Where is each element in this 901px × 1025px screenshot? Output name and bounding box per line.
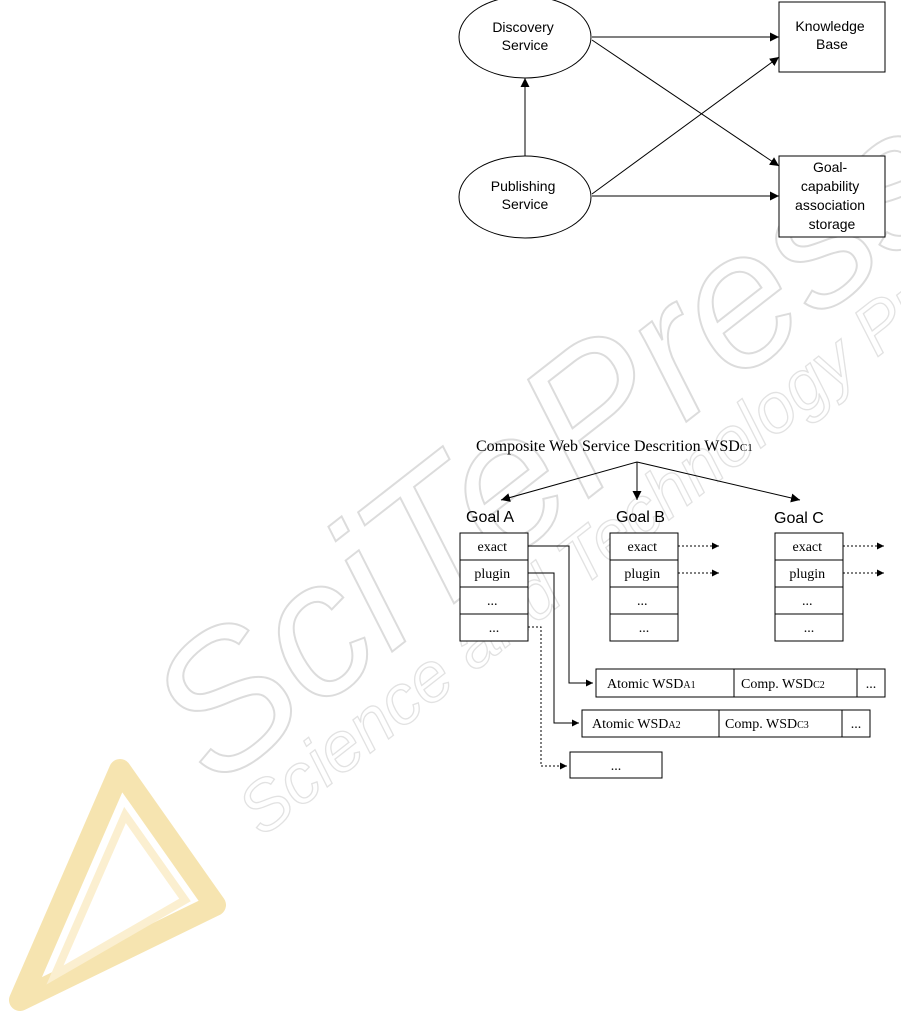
watermark-logo-mark bbox=[9, 759, 226, 1011]
goal-b-pointers bbox=[678, 542, 719, 577]
service-list-3: ... bbox=[569, 751, 663, 779]
node-knowledge-base: Knowledge Base bbox=[778, 1, 886, 73]
edges-title-to-goals bbox=[500, 461, 801, 503]
svg-text:Knowledge Base: Knowledge Base bbox=[795, 18, 868, 52]
list-cell-atomic: Atomic WSDA2 bbox=[592, 717, 681, 732]
node-label-line: association bbox=[795, 197, 865, 213]
goal-a: Goal A exact plugin ... ... bbox=[459, 509, 529, 642]
node-goal-capability-storage: Goal- capability association storage bbox=[778, 155, 886, 238]
list-cell-atomic: Atomic WSDA1 bbox=[607, 677, 696, 692]
table-cell: ... bbox=[802, 594, 813, 609]
edge-discovery-to-storage bbox=[591, 39, 780, 167]
node-label-line: storage bbox=[809, 216, 856, 232]
table-cell: ... bbox=[637, 594, 648, 609]
goal-c: Goal C exact plugin ... ... bbox=[774, 510, 884, 642]
table-cell: ... bbox=[489, 621, 500, 636]
figure-2: Composite Web Service Descrition WSDC1 G… bbox=[459, 438, 886, 779]
svg-text:Goal- capability: Goal- capability association storage bbox=[795, 159, 869, 232]
table-cell: ... bbox=[639, 621, 650, 636]
node-discovery-service: Discovery Service bbox=[458, 0, 592, 79]
table-cell: ... bbox=[804, 621, 815, 636]
svg-text:exact plugin: exact plugin ... ... bbox=[789, 540, 828, 636]
list-cell-composite: Comp. WSDC2 bbox=[741, 677, 825, 692]
table-cell: plugin bbox=[789, 567, 825, 582]
figure-1: Discovery Service Publishing Service Kno… bbox=[458, 0, 886, 239]
goal-c-pointers bbox=[843, 542, 884, 577]
edges-figure-1 bbox=[520, 32, 780, 201]
list-cell-composite: Comp. WSDC3 bbox=[725, 717, 809, 732]
table-cell: plugin bbox=[474, 567, 510, 582]
table-cell: exact bbox=[477, 540, 507, 555]
node-label-line: Publishing bbox=[491, 178, 556, 194]
node-label-line: Goal- bbox=[813, 159, 848, 175]
node-label-line: Base bbox=[816, 36, 848, 52]
goal-label: Goal B bbox=[616, 509, 665, 526]
table-cell: plugin bbox=[624, 567, 660, 582]
list-cell-more: ... bbox=[851, 717, 862, 732]
goal-a-connectors bbox=[528, 545, 593, 770]
goal-table: exact plugin ... ... bbox=[609, 532, 679, 642]
table-cell: exact bbox=[792, 540, 822, 555]
svg-text:exact plugin: exact plugin ... ... bbox=[474, 540, 513, 636]
goal-label: Goal C bbox=[774, 510, 824, 527]
node-publishing-service: Publishing Service bbox=[458, 155, 592, 239]
svg-text:Discovery Service: Discovery Service bbox=[492, 19, 557, 53]
node-label-line: capability bbox=[801, 178, 859, 194]
goal-b: Goal B exact plugin ... ... bbox=[609, 509, 719, 642]
svg-text:exact plugin: exact plugin ... ... bbox=[624, 540, 663, 636]
node-label-line: Knowledge bbox=[795, 18, 864, 34]
figure-2-title: Composite Web Service Descrition WSDC1 bbox=[476, 438, 753, 455]
goal-table: exact plugin ... ... bbox=[774, 532, 844, 642]
node-label-line: Service bbox=[502, 196, 549, 212]
service-list-2: Atomic WSDA2 Comp. WSDC3 ... bbox=[581, 709, 871, 738]
table-cell: ... bbox=[487, 594, 498, 609]
table-cell: exact bbox=[627, 540, 657, 555]
service-list-1: Atomic WSDA1 Comp. WSDC2 ... bbox=[595, 668, 886, 698]
node-label-line: Discovery bbox=[492, 19, 553, 35]
list-cell-more: ... bbox=[866, 677, 877, 692]
goal-table: exact plugin ... ... bbox=[459, 532, 529, 642]
list-cell-more: ... bbox=[611, 759, 622, 774]
goal-label: Goal A bbox=[466, 509, 514, 526]
svg-text:Publishing Service: Publishing Service bbox=[491, 178, 560, 212]
edge-publishing-to-knowledge-base bbox=[591, 56, 780, 195]
node-label-line: Service bbox=[502, 37, 549, 53]
